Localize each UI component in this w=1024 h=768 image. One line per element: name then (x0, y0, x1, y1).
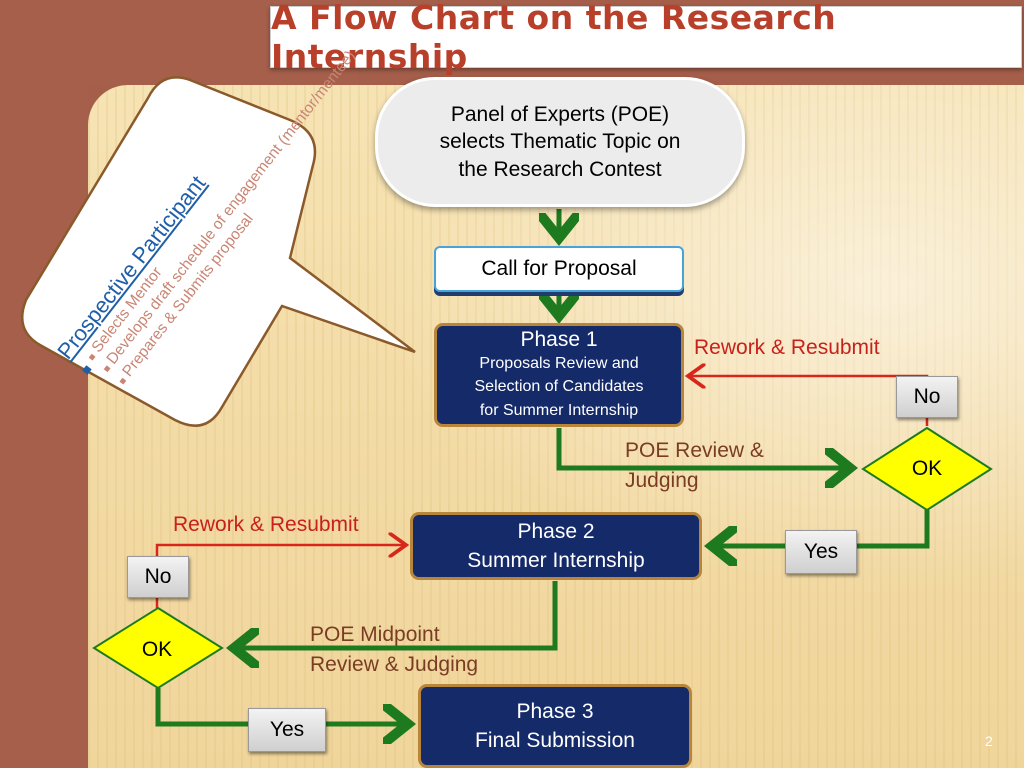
rework-resubmit-label-2: Rework & Resubmit (173, 513, 359, 536)
bullet-icon: ■ (116, 375, 130, 388)
poe-review-judging-label: POE Review & Judging (625, 439, 764, 493)
speech-callout (21, 76, 416, 427)
yes-label-2: Yes (248, 708, 326, 752)
decision-diamond-1 (861, 426, 993, 512)
title-box: A Flow Chart on the Research Internship (270, 0, 1022, 76)
slide-title: A Flow Chart on the Research Internship (271, 0, 837, 76)
no-label-2: No (127, 556, 189, 598)
bullet-icon: ■ (86, 351, 99, 364)
yes-label-1: Yes (785, 530, 857, 574)
arrow-rework-to-phase1 (688, 376, 929, 426)
no-label-1: No (896, 376, 958, 418)
arrow-ok-to-phase2 (712, 510, 930, 546)
arrow-phase1-to-ok (556, 428, 850, 468)
phase3-node: Phase 3 Final Submission (418, 684, 692, 768)
decision-ok-label-2: OK (141, 638, 173, 661)
arrow-rework-to-phase2 (155, 545, 406, 608)
decision-diamond-2 (92, 606, 224, 690)
page-number: 2 (985, 733, 993, 749)
bullet-icon: ■ (101, 363, 114, 376)
poe-node: Panel of Experts (POE) selects Thematic … (375, 77, 745, 207)
poe-midpoint-judging-label: POE Midpoint Review & Judging (310, 623, 479, 677)
phase1-node: Phase 1 Proposals Review and Selection o… (434, 323, 684, 427)
phase2-node: Phase 2 Summer Internship (410, 512, 702, 580)
left-side-bar (0, 0, 88, 768)
arrow-phase2-to-ok (234, 581, 558, 648)
call-for-proposal-node: Call for Proposal (434, 246, 684, 292)
decision-ok-label-1: OK (911, 457, 943, 480)
rework-resubmit-label-1: Rework & Resubmit (694, 336, 880, 359)
